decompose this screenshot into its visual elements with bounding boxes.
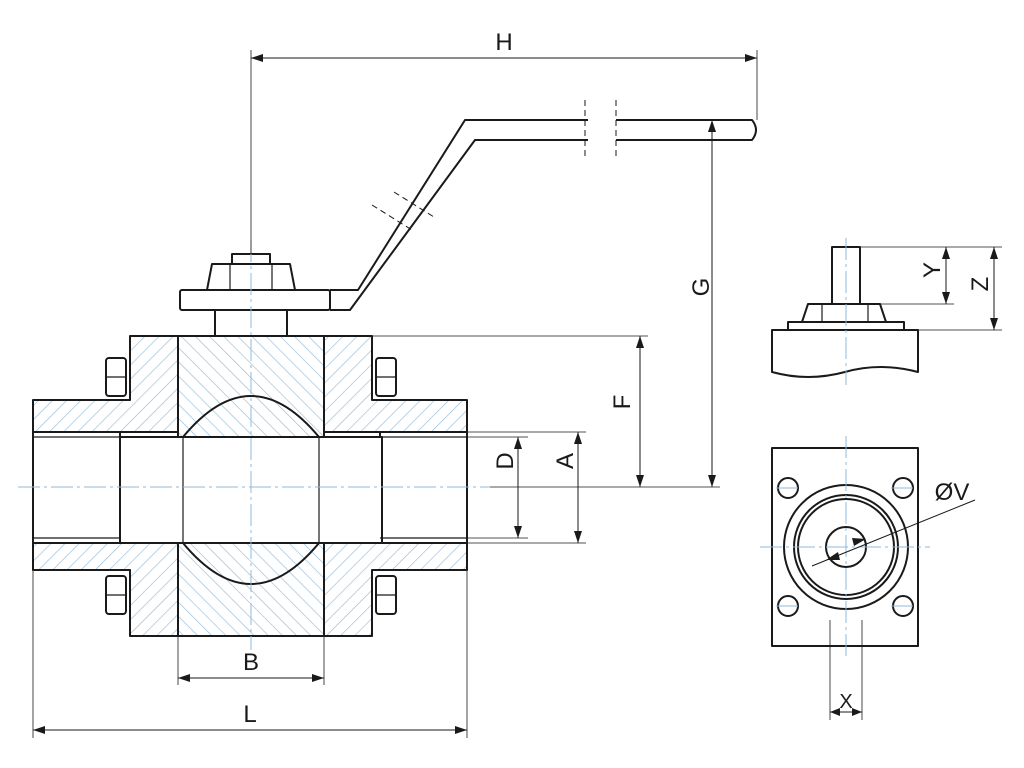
dim-label-Z: Z (967, 277, 994, 292)
dim-label-F: F (609, 395, 636, 410)
dim-label-X: X (839, 691, 852, 713)
dim-label-H: H (495, 29, 512, 56)
dim-label-L: L (243, 701, 256, 728)
dim-label-G: G (688, 278, 715, 297)
flange-detail-view: ØV X (760, 436, 976, 720)
dimensions-main: H G F D A B (32, 29, 758, 738)
dim-label-B: B (243, 649, 259, 676)
stem-and-handle (179, 100, 757, 337)
bolt-heads (105, 357, 397, 615)
dim-label-D: D (492, 452, 519, 469)
dim-label-Y: Y (919, 262, 946, 278)
dim-label-V: ØV (935, 479, 970, 506)
stem-detail-view: Y Z (771, 238, 1002, 385)
dim-label-A: A (552, 453, 579, 469)
main-section-view (18, 100, 757, 650)
